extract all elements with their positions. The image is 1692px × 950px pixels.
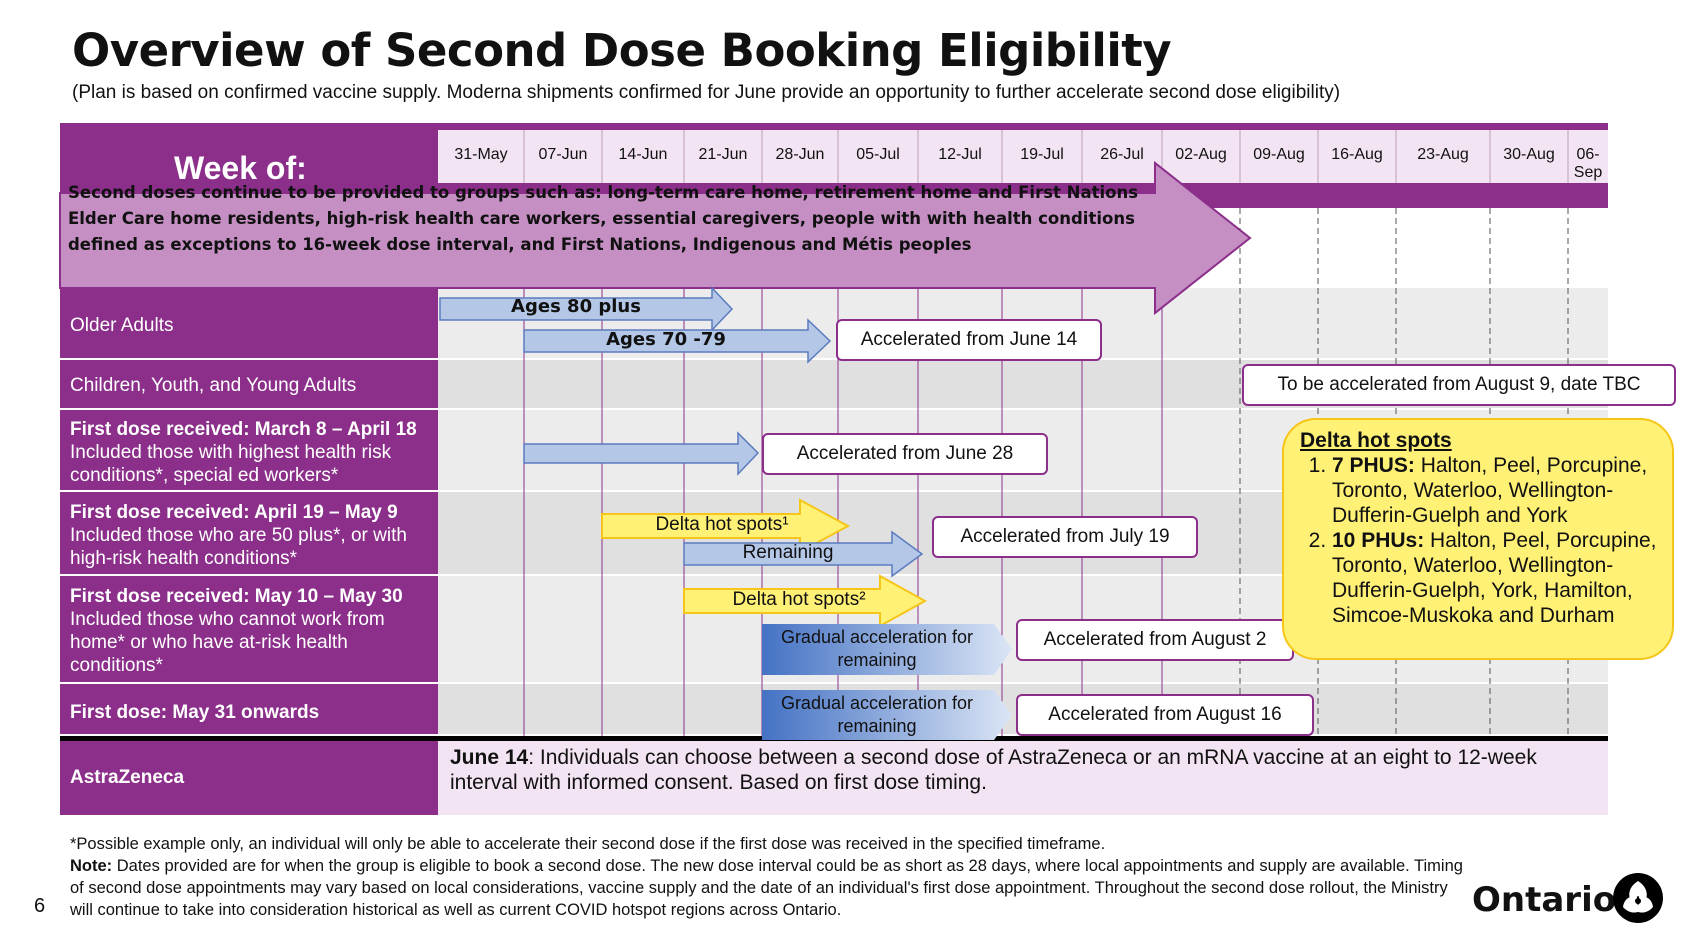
label-older-adults: Older Adults bbox=[70, 315, 174, 336]
week-02-aug: 02-Aug bbox=[1175, 146, 1227, 163]
page-subtitle: (Plan is based on confirmed vaccine supp… bbox=[72, 82, 1341, 103]
delta-hot-spots-1-label: Delta hot spots¹ bbox=[655, 514, 789, 535]
label-may31: First dose: May 31 onwards bbox=[70, 702, 320, 723]
ongoing-groups-text: Second doses continue to be provided to … bbox=[68, 183, 1139, 254]
ontario-trillium-logo-icon bbox=[1613, 873, 1663, 923]
label-cell-mar8 bbox=[60, 410, 438, 490]
week-12-jul: 12-Jul bbox=[938, 146, 982, 163]
delta-hot-spots-callout: Delta hot spots 7 PHUS: Halton, Peel, Po… bbox=[1282, 418, 1674, 660]
label-cell-children bbox=[60, 360, 438, 408]
astra-text-bg bbox=[438, 741, 1608, 815]
ages-70-label: Ages 70 -79 bbox=[606, 329, 726, 350]
label-cell-older bbox=[60, 288, 438, 358]
box-accelerated-august9: To be accelerated from August 9, date TB… bbox=[1242, 364, 1676, 406]
remaining-arrow bbox=[683, 530, 924, 578]
week-31-may: 31-May bbox=[454, 146, 508, 163]
ontario-wordmark: Ontario bbox=[1472, 880, 1617, 920]
mar8-arrow bbox=[523, 431, 760, 476]
note-label: Note: bbox=[70, 857, 113, 875]
label-apr19-title: First dose received: April 19 – May 9 bbox=[70, 502, 398, 523]
footnote-example: *Possible example only, an individual wi… bbox=[70, 835, 1106, 853]
delta-hot-spots-2-label: Delta hot spots² bbox=[732, 589, 866, 610]
astra-date: June 14 bbox=[450, 746, 529, 769]
label-may10-title: First dose received: May 10 – May 30 bbox=[70, 586, 403, 607]
delta-hot-spots-1-arrow bbox=[601, 498, 851, 554]
delta-heading: Delta hot spots bbox=[1300, 429, 1452, 452]
box-accelerated-august16: Accelerated from August 16 bbox=[1016, 694, 1314, 736]
box-accelerated-june14: Accelerated from June 14 bbox=[836, 319, 1102, 361]
week-16-aug: 16-Aug bbox=[1331, 146, 1383, 163]
label-mar8-title: First dose received: March 8 – April 18 bbox=[70, 419, 417, 440]
label-cell-apr19 bbox=[60, 492, 438, 574]
label-apr19-detail: Included those who are 50 plus*, or with… bbox=[70, 525, 407, 569]
week-05-jul: 05-Jul bbox=[856, 146, 900, 163]
page-title: Overview of Second Dose Booking Eligibil… bbox=[72, 24, 1172, 77]
box-accelerated-august2: Accelerated from August 2 bbox=[1016, 619, 1294, 661]
week-06-sep: 06-Sep bbox=[1573, 146, 1603, 181]
week-14-jun: 14-Jun bbox=[618, 146, 668, 163]
remaining-label: Remaining bbox=[742, 542, 834, 563]
delta-item-1-count: 7 PHUS: bbox=[1332, 454, 1415, 477]
delta-hot-spots-2-arrow bbox=[683, 574, 928, 628]
ages-80-label: Ages 80 plus bbox=[511, 296, 641, 317]
note-text: Dates provided are for when the group is… bbox=[70, 857, 1463, 919]
astra-detail: : Individuals can choose between a secon… bbox=[450, 746, 1537, 794]
delta-item-1-list: Halton, Peel, Porcupine, Toronto, Waterl… bbox=[1332, 454, 1648, 527]
label-cell-astra bbox=[60, 741, 438, 815]
box-accelerated-july19: Accelerated from July 19 bbox=[932, 516, 1198, 558]
page-number: 6 bbox=[34, 895, 46, 917]
ages-80-arrow bbox=[439, 286, 734, 332]
gradual-arrow-may10 bbox=[762, 624, 1012, 675]
label-cell-may10 bbox=[60, 576, 438, 682]
delta-item-2: 10 PHUs: Halton, Peel, Porcupine, Toront… bbox=[1332, 528, 1662, 628]
gradual-label-may31: Gradual acceleration for remaining bbox=[780, 693, 974, 736]
label-may10-detail: Included those who cannot work from home… bbox=[70, 609, 385, 676]
label-mar8-detail: Included those with highest health risk … bbox=[70, 442, 392, 486]
week-23-aug: 23-Aug bbox=[1417, 146, 1469, 163]
footnote-note: Note: Dates provided are for when the gr… bbox=[70, 855, 1470, 921]
week-of-label: Week of: bbox=[174, 150, 307, 186]
week-07-jun: 07-Jun bbox=[538, 146, 588, 163]
week-30-aug: 30-Aug bbox=[1503, 146, 1555, 163]
ages-70-arrow bbox=[523, 318, 832, 364]
delta-item-1: 7 PHUS: Halton, Peel, Porcupine, Toronto… bbox=[1332, 453, 1662, 528]
astra-description: June 14: Individuals can choose between … bbox=[450, 745, 1600, 795]
week-header-cells bbox=[438, 130, 1608, 183]
ongoing-groups-arrow bbox=[59, 160, 1252, 316]
gradual-label-may10: Gradual acceleration for remaining bbox=[780, 627, 974, 670]
week-26-jul: 26-Jul bbox=[1100, 146, 1144, 163]
week-21-jun: 21-Jun bbox=[698, 146, 748, 163]
week-19-jul: 19-Jul bbox=[1020, 146, 1064, 163]
footnote: *Possible example only, an individual wi… bbox=[70, 833, 1470, 921]
header-band bbox=[60, 123, 1608, 130]
delta-item-2-list: Halton, Peel, Porcupine, Toronto, Waterl… bbox=[1332, 529, 1657, 627]
label-astra: AstraZeneca bbox=[70, 767, 185, 788]
delta-item-2-count: 10 PHUs: bbox=[1332, 529, 1425, 552]
label-children: Children, Youth, and Young Adults bbox=[70, 375, 357, 396]
week-09-aug: 09-Aug bbox=[1253, 146, 1305, 163]
gradual-arrow-may31 bbox=[762, 690, 1012, 740]
week-28-jun: 28-Jun bbox=[775, 146, 825, 163]
label-cell-may31 bbox=[60, 684, 438, 734]
box-accelerated-june28: Accelerated from June 28 bbox=[762, 433, 1048, 475]
